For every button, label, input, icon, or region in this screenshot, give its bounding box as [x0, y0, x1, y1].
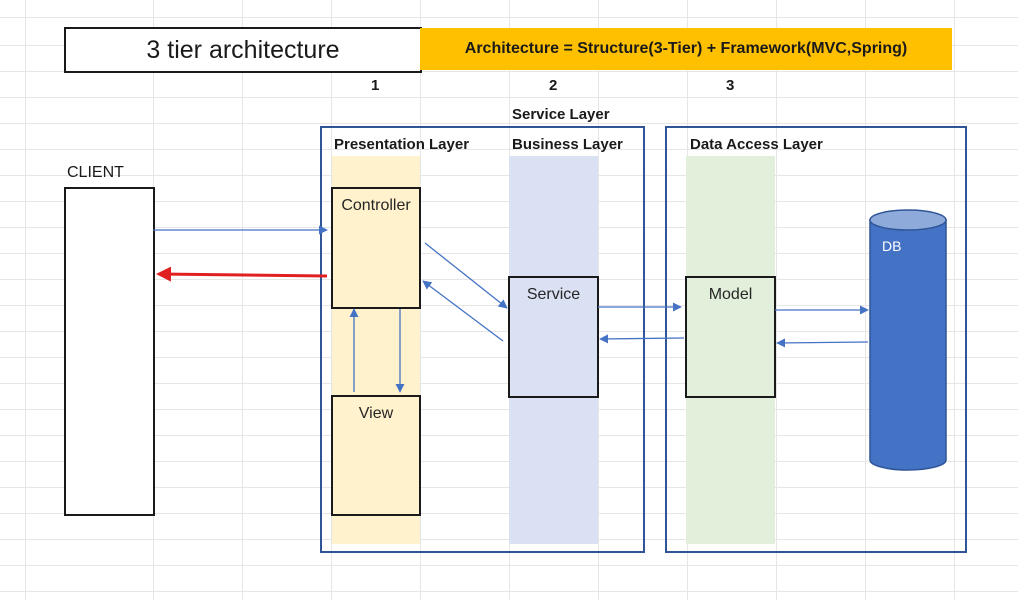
controller-label: Controller	[341, 197, 411, 214]
view-label: View	[358, 405, 394, 422]
data-access-group	[665, 126, 967, 553]
controller-to-client-response-arrow	[156, 266, 328, 282]
tier-number-3: 3	[726, 77, 735, 94]
db-to-model-arrow	[776, 338, 869, 348]
diagram-title: 3 tier architecture	[64, 27, 422, 73]
data-access-layer-heading: Data Access Layer	[690, 136, 823, 153]
service-box: Service	[508, 276, 599, 398]
tier-number-2: 2	[549, 77, 558, 94]
service-layer-heading: Service Layer	[512, 106, 610, 123]
client-label: CLIENT	[67, 164, 124, 181]
service-label: Service	[526, 286, 581, 303]
service-to-controller-arrow	[422, 280, 504, 342]
business-layer-heading: Business Layer	[512, 136, 623, 153]
model-box: Model	[685, 276, 776, 398]
tier-number-1: 1	[371, 77, 380, 94]
architecture-banner: Architecture = Structure(3-Tier) + Frame…	[420, 28, 952, 70]
model-to-service-arrow	[599, 334, 685, 344]
client-box	[64, 187, 155, 516]
presentation-business-group	[320, 126, 645, 553]
controller-box: Controller	[331, 187, 421, 309]
model-label: Model	[708, 286, 753, 303]
controller-to-service-arrow	[424, 242, 508, 309]
database-cylinder	[869, 209, 947, 471]
presentation-layer-heading: Presentation Layer	[334, 136, 470, 153]
view-box: View	[331, 395, 421, 516]
db-label: DB	[882, 238, 902, 254]
